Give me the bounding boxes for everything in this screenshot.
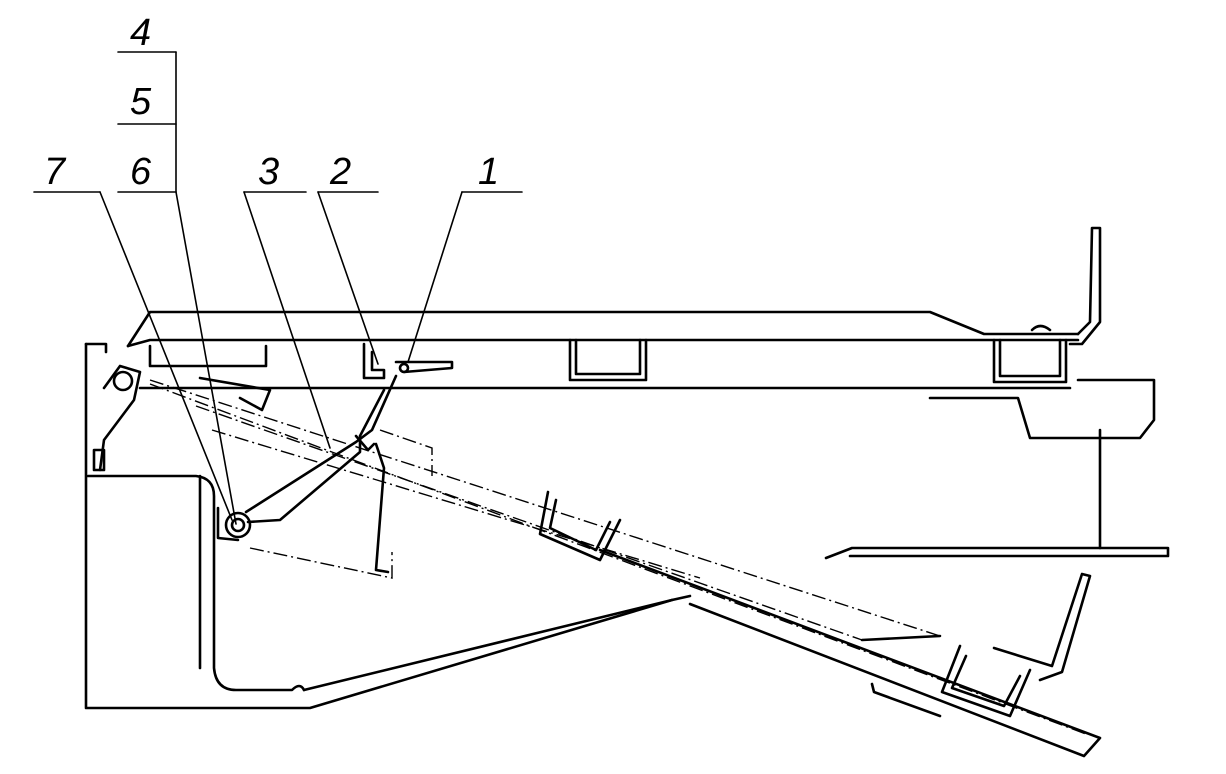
callout-5: 5 [130, 81, 152, 123]
link-mechanism [216, 374, 398, 542]
callout-4: 4 [130, 12, 151, 54]
lid-rib-middle [568, 338, 648, 382]
open-lid-panel [598, 548, 1102, 758]
open-lid-rib-inner [548, 498, 612, 552]
ghost-latch [379, 429, 433, 476]
lid-rib-right [992, 338, 1068, 384]
lid-top-panel [126, 310, 1080, 348]
lid-right-flange [1068, 226, 1102, 346]
latch-tongue [394, 360, 454, 374]
ghost-lid-bottom [149, 383, 1087, 735]
ghost-lid-inner [195, 405, 863, 641]
callout-7: 7 [44, 151, 67, 193]
callout-6: 6 [130, 151, 152, 193]
fixed-frame [84, 342, 1170, 710]
lid-rib-right-inner [998, 338, 1062, 378]
ghost-bracket [249, 547, 393, 579]
callout-2: 2 [329, 151, 351, 193]
open-link-arm [374, 442, 390, 574]
open-lid-lip [860, 634, 942, 642]
lid-flange-bead [1030, 324, 1052, 332]
latch-hook [362, 342, 386, 380]
callout-2-leader [317, 191, 379, 365]
link-pivot-bracket [216, 506, 240, 542]
link-arm-front [246, 388, 386, 524]
open-lid-foot [870, 682, 942, 718]
latch-pivot [398, 362, 410, 374]
callout-1: 1 [478, 151, 499, 193]
frame-lower-strut [302, 594, 692, 692]
open-lid-flange [992, 572, 1092, 682]
callout-3: 3 [258, 151, 279, 193]
callout-3-leader [243, 191, 331, 449]
lid-top-inner [126, 338, 1080, 348]
lid-open [374, 442, 1102, 758]
callout-6-leader [175, 191, 237, 525]
frame-clip [92, 448, 106, 472]
callout-1-leader [407, 191, 463, 363]
frame-outline [84, 342, 674, 710]
callout-7-leader [99, 191, 233, 521]
link-pivot-inner [230, 517, 246, 533]
lid-rib-left [148, 344, 268, 368]
lid-closed [126, 226, 1102, 412]
open-lid-rib-middle [538, 490, 622, 562]
open-lid-rib-right-inner [950, 654, 1022, 708]
frame-top-corner [84, 342, 108, 354]
frame-post [86, 474, 306, 692]
ghost-lid-edge [211, 429, 701, 579]
lid-hinge-plate [198, 376, 272, 412]
callout-group: 4 5 6 7 3 2 1 [33, 12, 523, 525]
support-bracket [928, 378, 1156, 440]
hinge-pin [112, 370, 134, 392]
link-pivot-outer [224, 511, 252, 539]
open-lid-rib-right [940, 644, 1032, 718]
hinge-bracket [98, 364, 142, 472]
support-shelf [824, 546, 1170, 560]
link-arm-rear [244, 374, 398, 514]
lid-rib-middle-inner [574, 338, 642, 376]
